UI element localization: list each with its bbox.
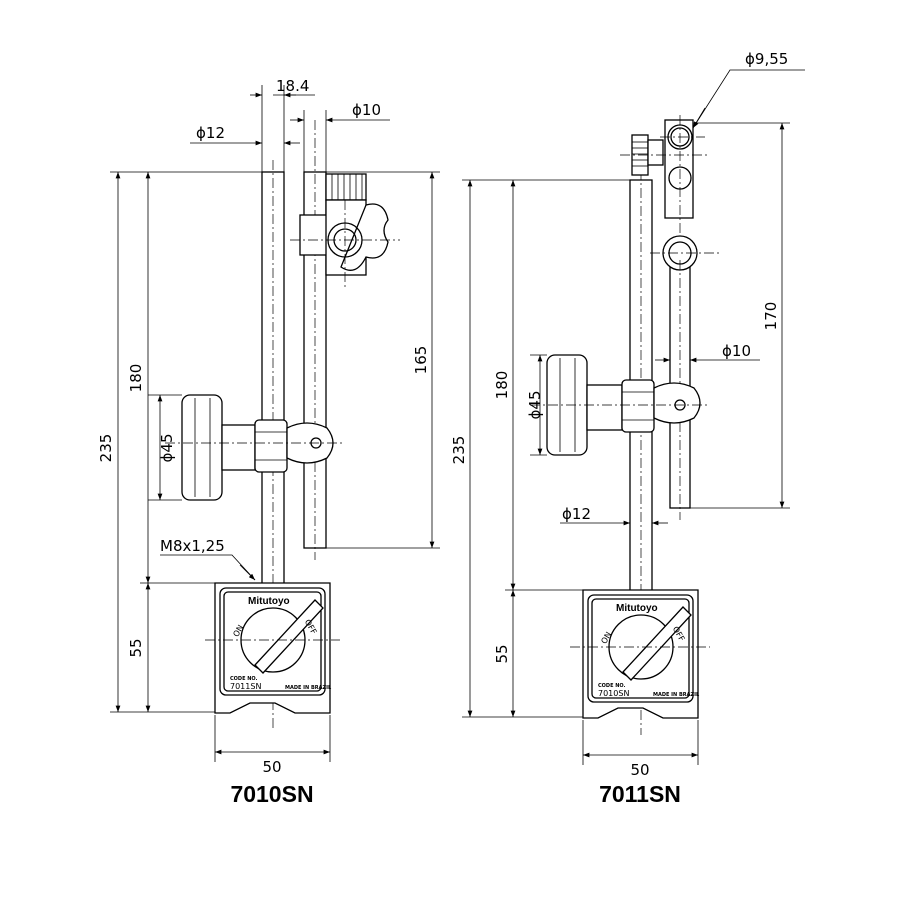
dim-180: 180	[127, 364, 145, 393]
code-label: CODE NO.	[598, 683, 626, 689]
model-title: 7011SN	[599, 781, 681, 807]
dim-235: 235	[450, 436, 468, 465]
model-title: 7010SN	[230, 781, 313, 807]
code-label: CODE NO.	[230, 676, 258, 682]
brand-logo: Mitutoyo	[616, 603, 658, 614]
dim-thread: M8x1,25	[160, 537, 225, 555]
knurled-knob	[325, 173, 367, 201]
switch-lever	[254, 599, 324, 674]
code-number: 7010SN	[598, 689, 629, 698]
dim-dia45: ϕ45	[158, 434, 176, 463]
model-7011sn: Mitutoyo ON OFF CODE NO. 7010SN MADE IN …	[450, 50, 805, 807]
switch-lever	[622, 606, 692, 681]
dim-50: 50	[630, 761, 649, 779]
model-7010sn: Mitutoyo ON OFF CODE NO. 7011SN MADE IN …	[97, 77, 440, 807]
dim-180: 180	[493, 371, 511, 400]
coupling	[621, 379, 655, 433]
dim-dia9-55: ϕ9,55	[745, 50, 788, 68]
clamp-knob-45	[181, 394, 223, 501]
dim-dia45: ϕ45	[526, 391, 544, 420]
star-knob	[340, 203, 389, 271]
dim-dia12: ϕ12	[196, 124, 225, 142]
dim-dia12: ϕ12	[562, 505, 591, 523]
dim-55: 55	[493, 644, 511, 663]
made-in: MADE IN BRAZIL	[653, 692, 700, 698]
dim-dia10: ϕ10	[722, 342, 751, 360]
dim-50: 50	[262, 758, 281, 776]
dim-18-4: 18.4	[276, 77, 309, 95]
made-in: MADE IN BRAZIL	[285, 685, 332, 691]
dim-dia10: ϕ10	[352, 101, 381, 119]
dim-165: 165	[412, 346, 430, 375]
dim-170: 170	[762, 302, 780, 331]
dim-55: 55	[127, 638, 145, 657]
code-number: 7011SN	[230, 682, 261, 691]
dim-235: 235	[97, 434, 115, 463]
coupling	[254, 419, 288, 473]
brand-logo: Mitutoyo	[248, 596, 290, 607]
